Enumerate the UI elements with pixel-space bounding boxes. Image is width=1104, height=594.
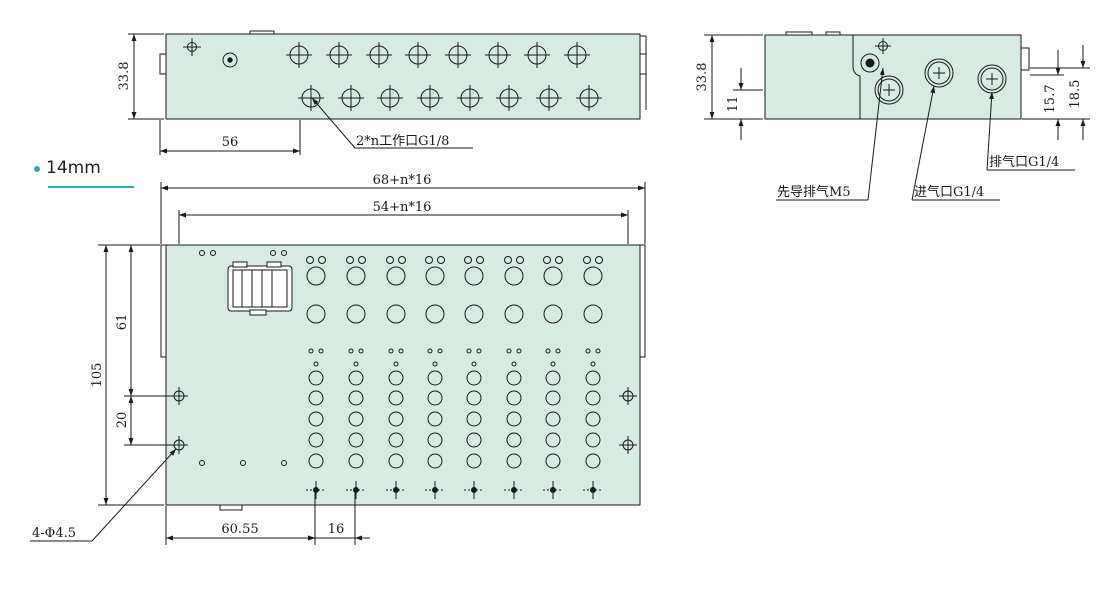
front-view-body [165,33,641,120]
side-port-a [874,75,904,105]
front-end-plate-right [639,53,647,75]
top-dim-upper: 61 [115,314,130,331]
top-dim-inner: 54+n*16 [373,200,432,215]
work-port-lower [496,85,522,111]
work-port-lower [457,85,483,111]
bottom-tab [219,504,243,511]
exhaust-callout: 排气口G1/4 [989,154,1059,170]
top-dim-overall: 68+n*16 [373,173,432,188]
inlet-callout: 进气口G1/4 [914,184,984,200]
pilot-exhaust-callout: 先导排气M5 [777,184,851,200]
station-column [346,256,366,499]
size-badge: 14mm [34,158,134,194]
front-dim-offset: 56 [222,135,239,150]
side-dim-height: 33.8 [695,63,710,92]
badge-underline [48,186,134,188]
front-top-tab [249,30,275,35]
work-port-upper [564,42,590,68]
work-port-upper [524,42,550,68]
work-port-lower [338,85,364,111]
work-port-lower [536,85,562,111]
top-view [30,182,646,545]
work-port-upper [366,42,392,68]
size-badge-label: 14mm [46,158,101,178]
inlet-port [924,58,954,88]
station-holes [306,256,603,499]
side-dim-port-high: 18.5 [1068,80,1083,109]
work-port-upper [326,42,352,68]
mount-hole-callout: 4-Φ4.5 [32,526,76,541]
pilot-exhaust-port [860,53,880,73]
work-port-lower [576,85,602,111]
side-fitting [1020,47,1030,71]
top-end-plate-left [160,244,167,358]
front-pilot-port [222,52,238,68]
station-column [504,256,524,499]
front-view [128,30,647,155]
side-dim-lower: 11 [726,96,741,113]
electrical-connector [227,261,293,316]
work-port-lower [377,85,403,111]
work-port-upper [445,42,471,68]
work-port-lower [298,85,324,111]
top-dim-first-station: 60.55 [221,522,258,537]
top-dim-pitch: 16 [328,522,345,537]
work-port-upper [286,42,312,68]
top-dim-height: 105 [90,363,105,388]
work-port-callout: 2*n工作口G1/8 [356,134,449,149]
station-column [464,256,484,499]
station-column [425,256,445,499]
top-dim-hole-pitch: 20 [115,412,130,429]
front-end-plate-left [159,53,167,75]
work-port-upper [405,42,431,68]
station-column [583,256,603,499]
side-view [704,31,1090,201]
station-column [306,256,326,499]
mounting-holes [170,387,637,454]
front-dim-height: 33.8 [117,62,132,91]
station-column [543,256,563,499]
top-end-plate-right [639,244,646,358]
station-column [386,256,406,499]
front-work-ports [286,42,602,111]
side-dim-port-low: 15.7 [1043,85,1058,114]
work-port-upper [485,42,511,68]
work-port-lower [417,85,443,111]
bullet-dot [34,166,40,172]
